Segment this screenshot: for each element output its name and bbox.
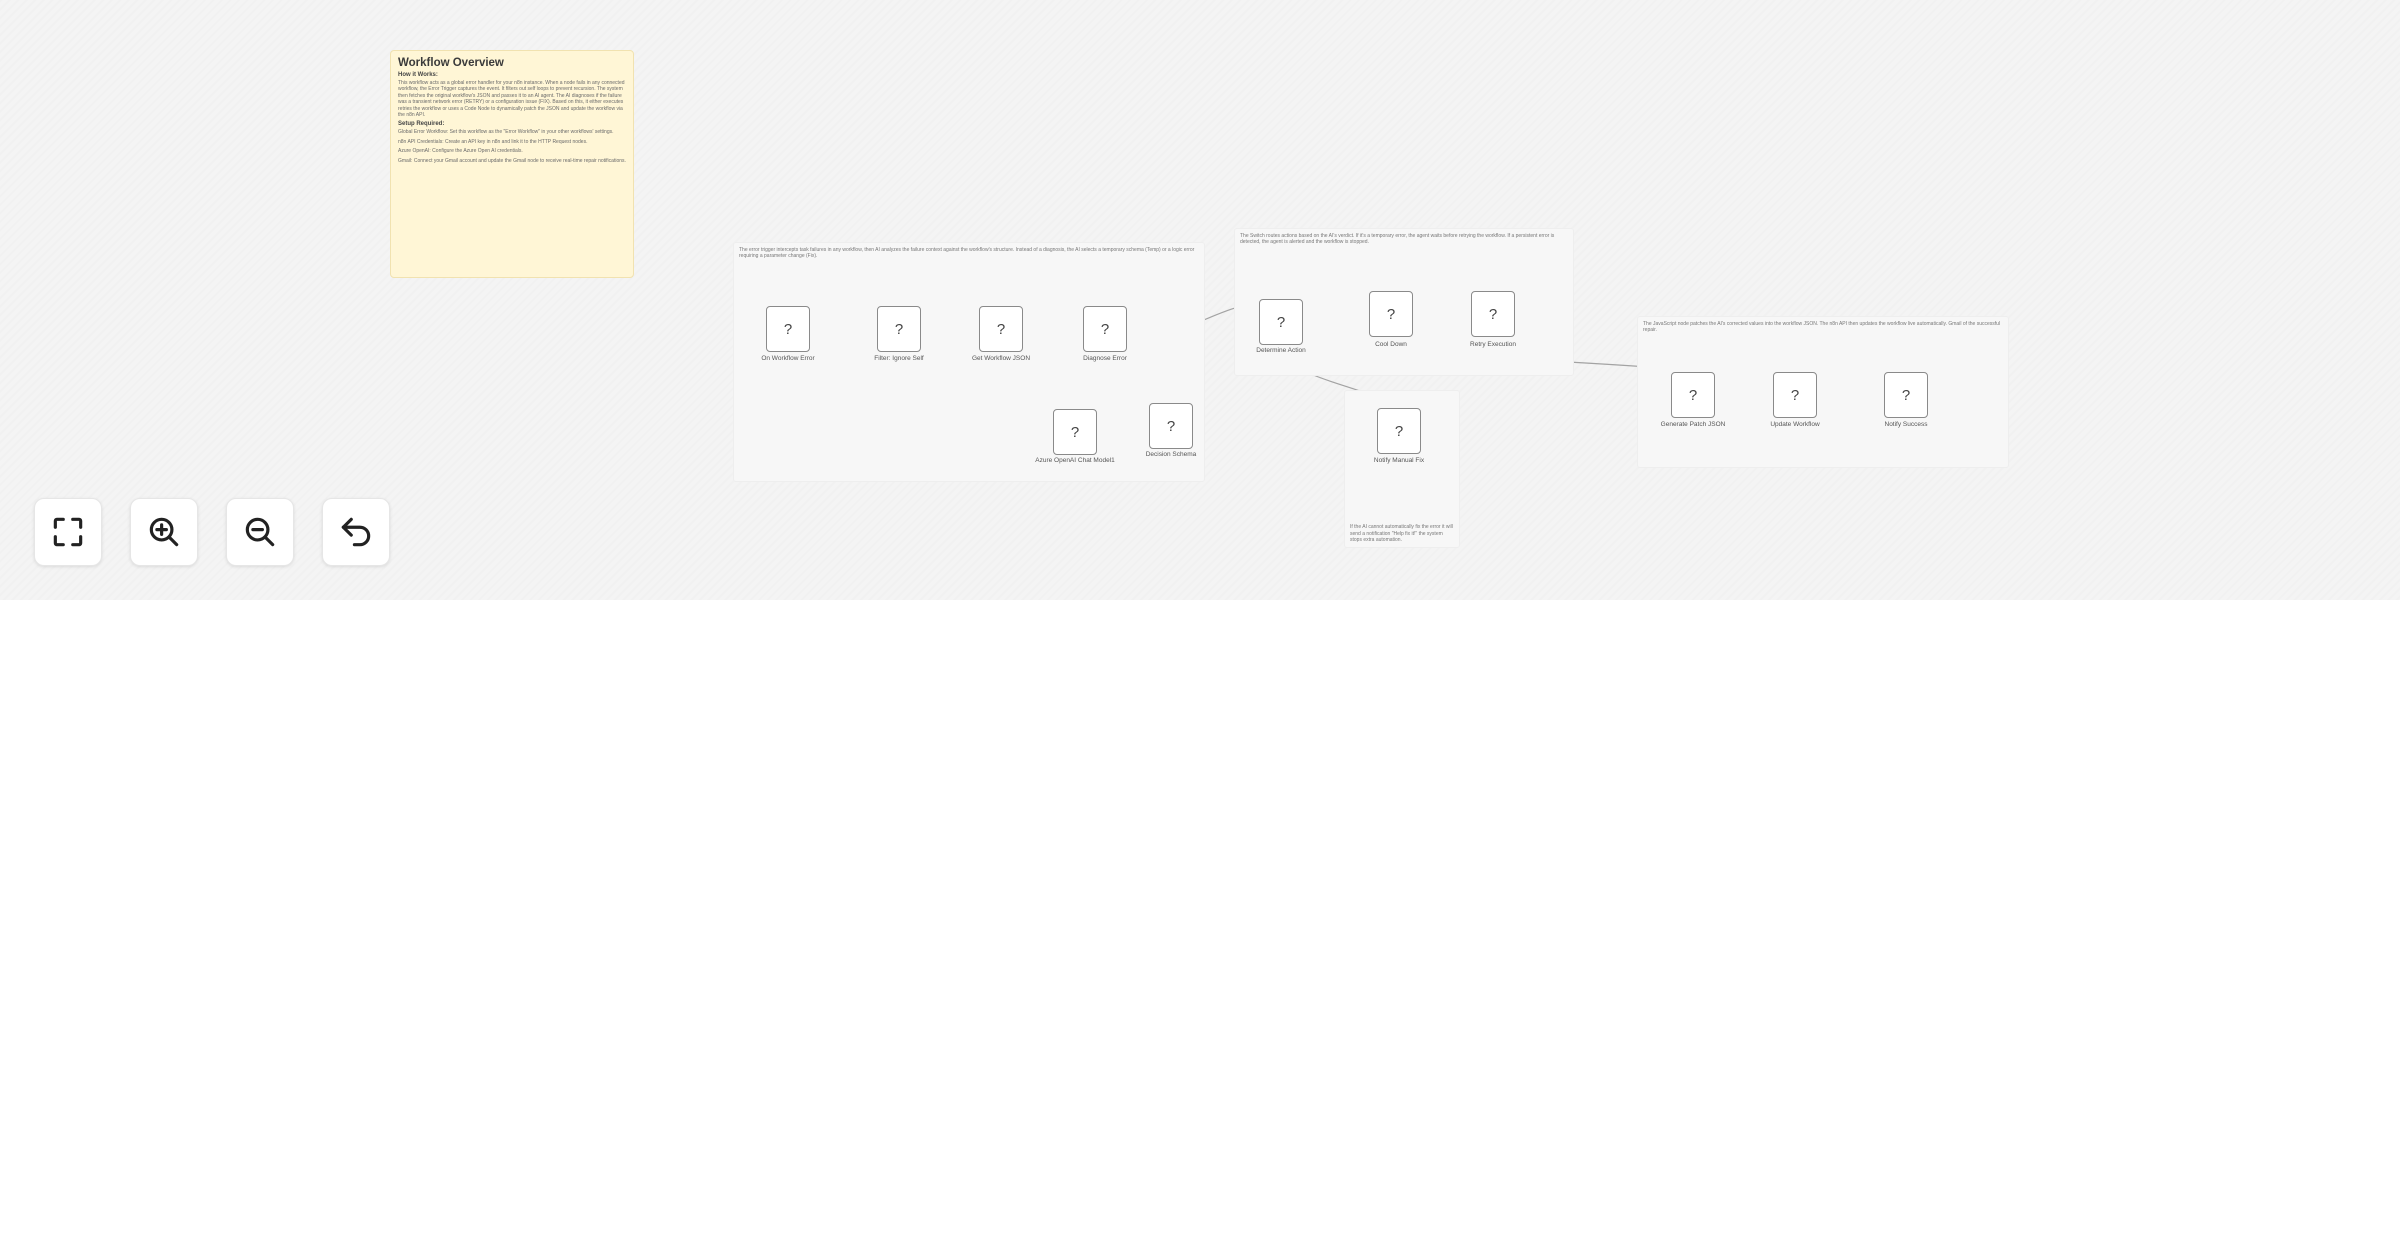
node-label: On Workflow Error [761,355,815,362]
unknown-node-icon: ? [1901,386,1911,404]
node-diagnose-error[interactable]: ? [1083,306,1127,352]
node-update-workflow[interactable]: ? [1773,372,1817,418]
unknown-node-icon: ? [1276,313,1286,331]
setup-item: Azure OpenAI: Configure the Azure Open A… [398,148,523,155]
group-note-text: The Switch routes actions based on the A… [1240,233,1555,246]
setup-heading: Setup Required: [398,121,445,128]
workflow-canvas[interactable]: Workflow Overview How it Works: This wor… [0,0,2400,600]
error-analysis-group-note[interactable]: The error trigger intercepts task failur… [733,242,1205,482]
node-notify-success[interactable]: ? [1884,372,1928,418]
unknown-node-icon: ? [1790,386,1800,404]
setup-item: Global Error Workflow: Set this workflow… [398,129,614,136]
node-label: Generate Patch JSON [1660,421,1726,428]
node-get-workflow-json[interactable]: ? [979,306,1023,352]
unknown-node-icon: ? [783,320,793,338]
node-label: Decision Schema [1145,451,1197,458]
unknown-node-icon: ? [1386,305,1396,323]
undo-icon [341,517,371,547]
node-on-workflow-error[interactable]: ? [766,306,810,352]
overview-title: Workflow Overview [398,57,504,69]
setup-item: n8n API Credentials: Create an API key i… [398,138,588,145]
fullscreen-icon [53,517,83,547]
unknown-node-icon: ? [1394,422,1404,440]
node-azure-openai-chat-model[interactable]: ? [1053,409,1097,455]
node-label: Azure OpenAI Chat Model1 [1035,457,1115,464]
node-generate-patch-json[interactable]: ? [1671,372,1715,418]
zoom-in-button[interactable] [130,498,198,566]
unknown-node-icon: ? [894,320,904,338]
node-label: Notify Manual Fix [1373,457,1425,464]
unknown-node-icon: ? [1100,320,1110,338]
zoom-out-icon [245,517,275,547]
node-label: Update Workflow [1770,421,1820,428]
how-it-works-text: This workflow acts as a global error han… [398,80,625,119]
node-label: Get Workflow JSON [971,355,1031,362]
workflow-overview-sticky-note[interactable]: Workflow Overview How it Works: This wor… [390,50,634,278]
unknown-node-icon: ? [1070,423,1080,441]
node-determine-action[interactable]: ? [1259,299,1303,345]
node-decision-schema[interactable]: ? [1149,403,1193,449]
how-it-works-heading: How it Works: [398,72,438,78]
node-label: Notify Success [1884,421,1928,428]
unknown-node-icon: ? [1166,417,1176,435]
manual-fix-note-text: If the AI cannot automatically fix the e… [1350,524,1453,543]
group-note-text: The error trigger intercepts task failur… [739,247,1195,260]
zoom-out-button[interactable] [226,498,294,566]
node-cool-down[interactable]: ? [1369,291,1413,337]
unknown-node-icon: ? [996,320,1006,338]
setup-item: Gmail: Connect your Gmail account and up… [398,157,626,164]
node-label: Diagnose Error [1083,355,1127,362]
zoom-in-icon [149,517,179,547]
node-retry-execution[interactable]: ? [1471,291,1515,337]
group-note-text: The JavaScript node patches the AI's cor… [1643,321,2001,334]
node-label: Filter: Ignore Self [874,355,924,362]
node-label: Determine Action [1256,347,1306,354]
node-label: Cool Down [1375,341,1407,348]
unknown-node-icon: ? [1688,386,1698,404]
fit-view-button[interactable] [34,498,102,566]
unknown-node-icon: ? [1488,305,1498,323]
node-label: Retry Execution [1470,341,1516,348]
node-filter-ignore-self[interactable]: ? [877,306,921,352]
node-notify-manual-fix[interactable]: ? [1377,408,1421,454]
reset-zoom-button[interactable] [322,498,390,566]
